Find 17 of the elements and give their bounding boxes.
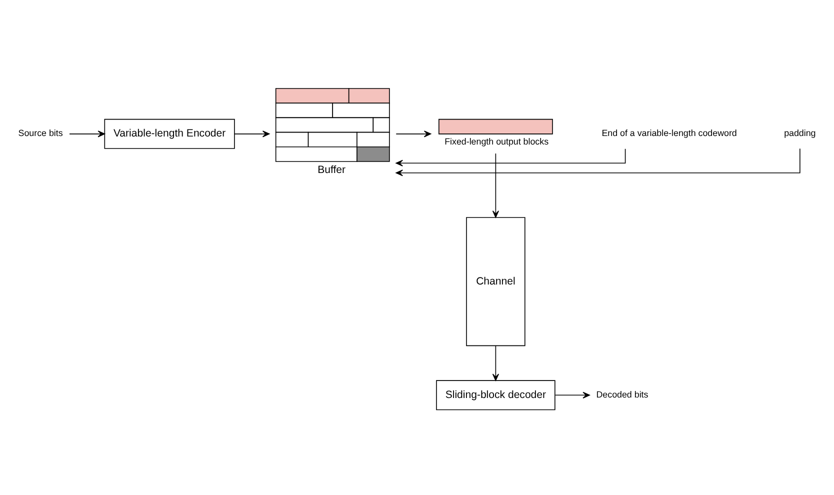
node-text: padding <box>784 128 816 138</box>
node-text: End of a variable-length codeword <box>602 128 737 138</box>
node-text: Source bits <box>18 128 63 138</box>
node-label: Fixed-length output blocks <box>444 136 549 146</box>
node-label: Buffer <box>318 164 346 176</box>
arrow <box>492 153 500 218</box>
node-text: Decoded bits <box>596 389 648 400</box>
arrow <box>234 130 270 138</box>
arrow <box>396 130 432 138</box>
arrow <box>396 148 800 176</box>
node-box: Variable-length Encoder <box>104 118 235 149</box>
node-box: Sliding-block decoder <box>436 380 556 410</box>
arrow <box>492 345 500 381</box>
arrow <box>69 130 105 138</box>
arrow <box>554 392 590 398</box>
arrow <box>396 148 626 166</box>
node-box: Channel <box>466 217 526 346</box>
